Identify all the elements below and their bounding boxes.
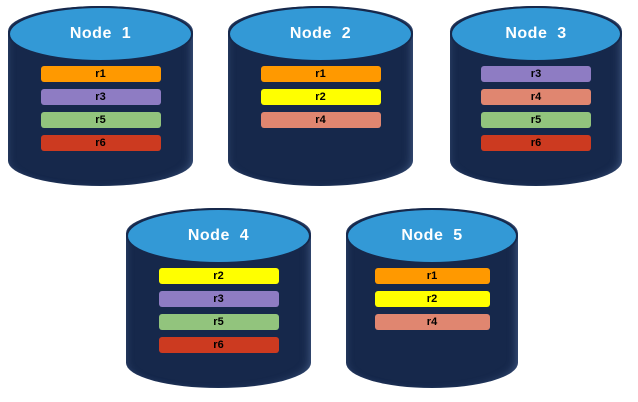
cylinder-top-ellipse-icon — [346, 208, 518, 264]
shard-bar[interactable]: r1 — [40, 66, 161, 82]
shard-bar[interactable]: r5 — [481, 112, 591, 128]
shard-bar[interactable]: r2 — [374, 291, 490, 307]
cylinder-top-ellipse-icon — [8, 6, 193, 62]
shard-list-3: r3 r4 r5 r6 — [450, 66, 622, 151]
shard-bar[interactable]: r3 — [40, 89, 161, 105]
shard-bar[interactable]: r6 — [40, 135, 161, 151]
shard-bar[interactable]: r2 — [158, 268, 279, 284]
shard-bar[interactable]: r1 — [260, 66, 381, 82]
shard-list-5: r1 r2 r4 — [346, 268, 518, 330]
shard-bar[interactable]: r6 — [158, 337, 279, 353]
shard-bar[interactable]: r4 — [374, 314, 490, 330]
shard-bar[interactable]: r5 — [158, 314, 279, 330]
shard-list-1: r1 r3 r5 r6 — [8, 66, 193, 151]
cylinder-top-ellipse-icon — [450, 6, 622, 62]
shard-list-2: r1 r2 r4 — [228, 66, 413, 128]
cylinder-top-ellipse-icon — [126, 208, 311, 264]
shard-bar[interactable]: r5 — [40, 112, 161, 128]
shard-bar[interactable]: r1 — [374, 268, 490, 284]
shard-bar[interactable]: r2 — [260, 89, 381, 105]
shard-bar[interactable]: r4 — [260, 112, 381, 128]
shard-bar[interactable]: r4 — [481, 89, 591, 105]
shard-list-4: r2 r3 r5 r6 — [126, 268, 311, 353]
cylinder-top-ellipse-icon — [228, 6, 413, 62]
shard-bar[interactable]: r3 — [481, 66, 591, 82]
shard-bar[interactable]: r3 — [158, 291, 279, 307]
shard-bar[interactable]: r6 — [481, 135, 591, 151]
